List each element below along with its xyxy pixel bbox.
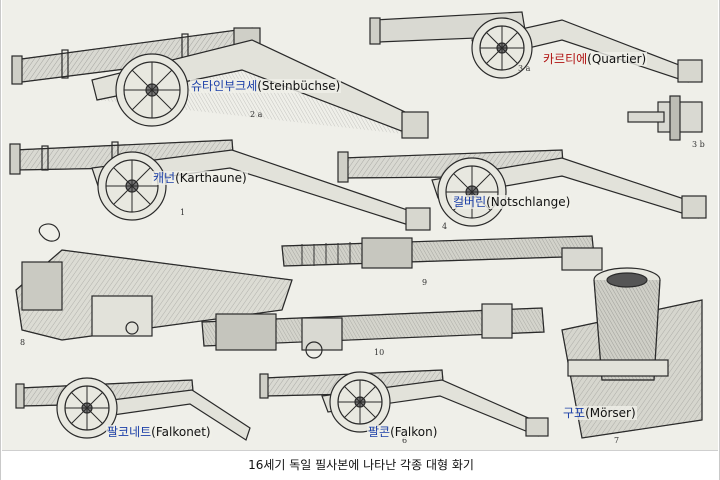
engraving-plate: 2 a 3 a 3 b 1 4 9 8 10 5 6 7 슈타인부크세(Stei… [2,0,718,451]
cannon-falkon [259,369,549,437]
label-notschlange: 컬버린(Notschlange) [452,195,572,209]
plate-number: 3 a [518,64,531,73]
plate-number: 6 [402,436,408,445]
cannon-notschlange [337,149,707,227]
label-falkon: 팔콘(Falkon) [367,425,439,439]
cannon-illustration [9,11,707,441]
plate-number: 2 a [250,110,263,119]
barrel-breech-10 [201,303,545,359]
plate-number: 7 [614,436,620,445]
cannon-karthaune [9,139,431,231]
plate-number: 8 [20,338,26,347]
label-karthaune: 캐넌(Karthaune) [152,171,248,185]
barrel-rack-9 [281,235,603,271]
plate-number: 9 [422,278,428,287]
label-steinbuchse: 슈타인부크세(Steinbüchse) [190,79,342,93]
cannon-falkonet [15,377,251,441]
mechanism-3b [627,95,703,141]
cannon-quartier [369,11,703,83]
label-falkonet: 팔코네트(Falkonet) [106,425,212,439]
cannon-steinbuchse [11,27,429,139]
mortar-morser [561,267,703,439]
figure-caption: 16세기 독일 필사본에 나타난 각종 대형 화기 [248,458,474,472]
label-quartier: 카르티에(Quartier) [542,52,648,66]
plate-number: 10 [374,348,385,357]
plate-number: 1 [180,208,186,217]
plate-number: 4 [442,222,448,231]
label-morser: 구포(Mörser) [562,406,637,420]
plate-number: 3 b [692,140,705,149]
